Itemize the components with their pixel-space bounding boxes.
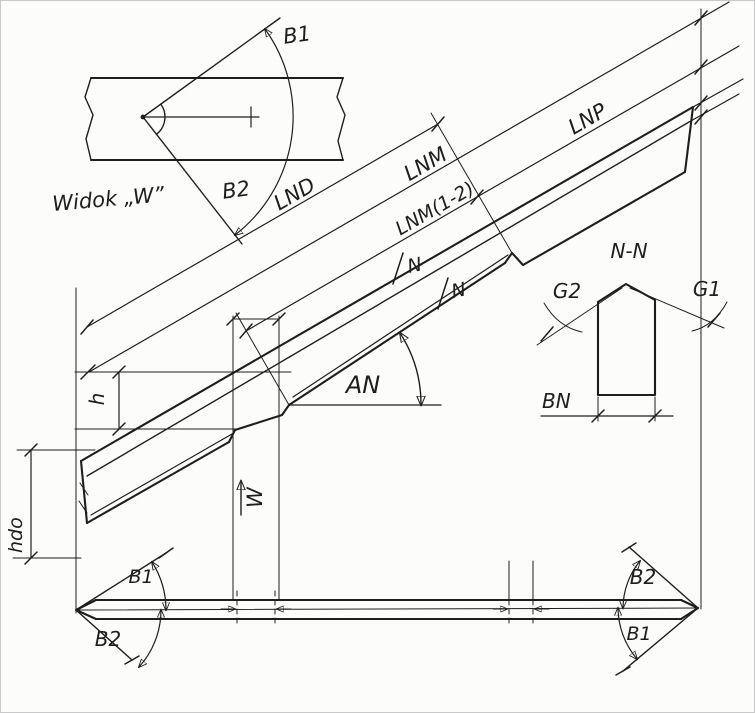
dim-label-lnm: LNM <box>400 142 451 186</box>
g2-leader-tick <box>540 326 554 342</box>
h-dimension-label: h <box>85 393 109 406</box>
plan-left-b1-label: B1 <box>128 566 153 588</box>
plan-left-b2-arc <box>139 610 161 667</box>
beam-bottom-edge-left <box>85 440 231 525</box>
detail-vertex-angle-arc <box>155 103 166 135</box>
beam-top-edge <box>79 105 695 463</box>
detail-beam-left-break <box>84 77 94 161</box>
dim-row-lnp <box>476 45 740 198</box>
plan-centerline <box>75 607 699 611</box>
section-n-n: N-N G2 G1 BN <box>536 239 728 423</box>
g2-angle-label: G2 <box>553 279 581 303</box>
dim-label-lnd: LND <box>270 173 320 216</box>
g1-angle-arc <box>691 301 728 332</box>
notch-dimension-ticks <box>226 312 286 326</box>
h-dimension-ticks <box>112 365 126 436</box>
g1-leader-line <box>629 287 725 329</box>
plan-right-lower-diagonal <box>622 607 699 672</box>
beam-inner-line-extension <box>688 93 740 123</box>
bn-extension-lines <box>597 396 656 422</box>
g2-angle-arc <box>543 302 583 333</box>
beam-bottom-edge-segment <box>233 413 284 432</box>
plan-right-diagonal-ticks <box>615 542 637 676</box>
beam-bottom-edge-right <box>521 170 687 267</box>
detail-cut-line-upper <box>142 17 281 118</box>
hdo-dimension-label: hdo <box>5 517 27 553</box>
an-angle-label: AN <box>344 371 380 399</box>
beam-step-2 <box>280 403 291 417</box>
g2-leader-line <box>536 287 623 346</box>
detail-beam-right-break <box>336 77 346 161</box>
view-direction-label: W <box>243 486 267 508</box>
bn-dimension-ticks <box>591 409 662 423</box>
slope-mark-top-stroke <box>392 252 404 285</box>
beam-step-1 <box>227 428 237 444</box>
detail-angle-arc <box>235 29 294 235</box>
detail-angle-b2-label: B2 <box>221 176 252 204</box>
plan-left-b1-arc <box>152 562 166 610</box>
g1-angle-label: G1 <box>693 277 721 301</box>
plan-left-lower-diagonal <box>75 609 133 661</box>
an-angle-arc <box>400 333 421 405</box>
beam-left-end-hatch <box>78 482 89 514</box>
dim-row-lnm12 <box>245 196 478 332</box>
dim-row-lnd <box>86 123 439 328</box>
dim-row-lnm <box>88 1 730 373</box>
plan-right-b2-arc <box>623 561 640 608</box>
plan-left-diagonal-ticks <box>124 547 174 665</box>
slope-mark-top-label: N <box>405 253 423 277</box>
plan-left-upper-diagonal <box>75 552 167 611</box>
beam-right-end-cap <box>683 105 695 174</box>
section-profile <box>596 282 657 397</box>
beam-top-inner-line <box>86 121 690 477</box>
detail-angle-b1-label: B1 <box>282 21 313 49</box>
beam-bottom-edge-mid <box>287 261 507 407</box>
detail-view-caption: Widok „W” <box>51 182 166 216</box>
beam-bottom-inner-mid <box>292 254 509 398</box>
plan-right-upper-diagonal <box>628 546 699 609</box>
plan-right-b1-arc <box>618 608 637 659</box>
plan-left-b2-label: B2 <box>95 627 121 651</box>
detail-vertex-point <box>140 114 146 120</box>
detail-cut-line-lower <box>142 116 243 245</box>
slope-mark-mid-stroke <box>437 277 449 310</box>
section-title: N-N <box>610 239 647 263</box>
dim-label-lnm12: LNM(1-2) <box>392 178 478 241</box>
beam-left-end-cap <box>79 459 89 525</box>
hdo-dimension-ticks <box>24 443 38 565</box>
slope-mark-mid-label: N <box>449 278 467 302</box>
elevation-view: LND LNM LNM(1-2) LNP N N AN h hdo <box>5 1 744 614</box>
plan-right-b2-label: B2 <box>630 565 656 589</box>
extension-line-step2 <box>235 312 290 406</box>
beam-bottom-inner-left <box>90 433 233 516</box>
plan-right-b1-label: B1 <box>626 623 651 645</box>
extension-line-midstep <box>430 112 513 254</box>
plan-view: B1 B2 B2 B1 <box>74 542 700 676</box>
plan-hidden-lines <box>236 590 534 628</box>
detail-view-widok-w: B1 B2 Widok „W” <box>51 17 346 245</box>
bn-dimension-label: BN <box>542 389 571 413</box>
